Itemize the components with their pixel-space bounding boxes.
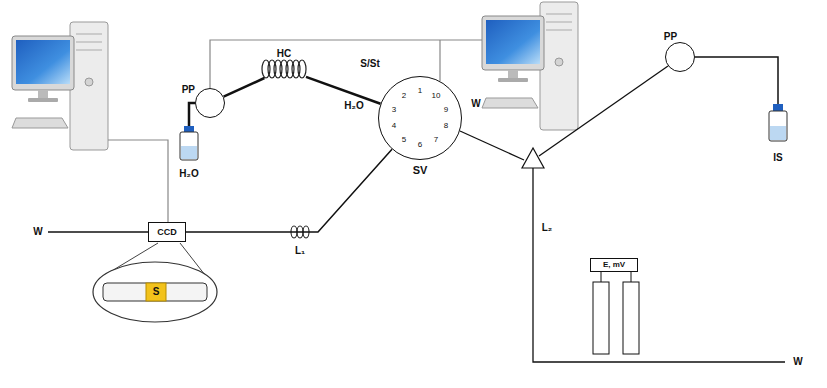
pump-circle: PP [195,88,225,118]
tubing-connector [224,78,265,97]
part-label: W [471,99,480,109]
node-label: HC [277,48,291,59]
bottle-cap [773,104,783,111]
coil-turn [298,60,306,78]
tubing-connector [186,149,392,232]
tubing-connector [306,77,381,104]
tubing [539,66,668,156]
part-label: L₂ [542,223,553,233]
port-number: 5 [402,136,406,144]
port-number: 6 [418,141,422,149]
confluence-point [522,148,544,168]
node-label: SV [413,164,428,176]
part-label: H₂O [344,101,363,111]
node-label: E, mV [603,261,625,269]
port-number: 9 [444,106,448,114]
part-label: W [793,357,802,367]
liquid [181,146,197,159]
coil-box: HC [262,60,306,78]
repeated-strokes [198,45,692,238]
tubing [189,103,195,126]
control-wire [108,140,168,222]
part-label: S [153,287,160,297]
control-wire [439,40,440,81]
computer-icon [12,22,108,150]
part-label: IS [773,153,782,163]
node-label: CCD [157,228,177,237]
zoom-ellipse [93,262,217,322]
tubing [533,168,785,362]
tubing [695,57,778,104]
part-label: L₁ [295,246,305,256]
node-label: PP [182,84,195,95]
reagent-bottle [769,111,787,141]
port-number: 8 [444,122,448,130]
electrode [623,282,639,354]
sensor-spot [146,283,166,301]
port-number: 3 [392,106,396,114]
part-label: H₂O [179,169,198,179]
flow-tube [103,283,207,301]
waste-line [48,231,148,233]
bottle-cap [184,126,194,132]
port-number: 4 [392,122,396,130]
electrode [593,282,609,354]
part-label: W [33,227,42,237]
pump-circle: PP [665,42,695,72]
meter-box: E, mV [590,258,638,272]
port-number: 7 [434,136,438,144]
part-label: S/St [360,59,379,69]
liquid [770,126,786,140]
port-number: 2 [402,92,406,100]
node-label: PP [664,31,677,42]
computer-icon [482,2,578,130]
port-number: 10 [432,92,441,100]
port-number: 1 [418,87,422,95]
tubing [460,131,524,160]
reagent-bottle [180,132,198,160]
detector-box: CCD [148,222,186,242]
